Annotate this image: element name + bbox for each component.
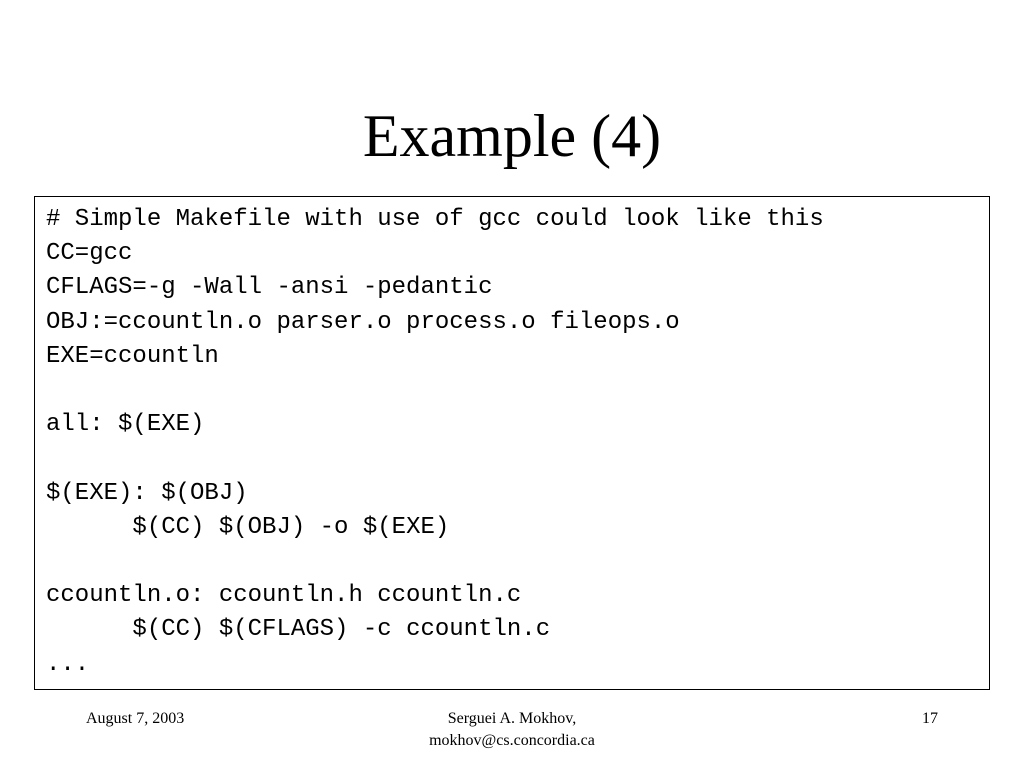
makefile-code: # Simple Makefile with use of gcc could … — [46, 206, 824, 678]
footer-email: mokhov@cs.concordia.ca — [429, 732, 595, 749]
footer-page-number: 17 — [922, 710, 938, 727]
slide-title: Example (4) — [362, 103, 662, 169]
code-box: # Simple Makefile with use of gcc could … — [34, 196, 990, 690]
footer-author-block: Serguei A. Mokhov, mokhov@cs.concordia.c… — [360, 708, 664, 752]
footer-date: August 7, 2003 — [86, 710, 185, 727]
footer-author: Serguei A. Mokhov, — [447, 710, 577, 727]
